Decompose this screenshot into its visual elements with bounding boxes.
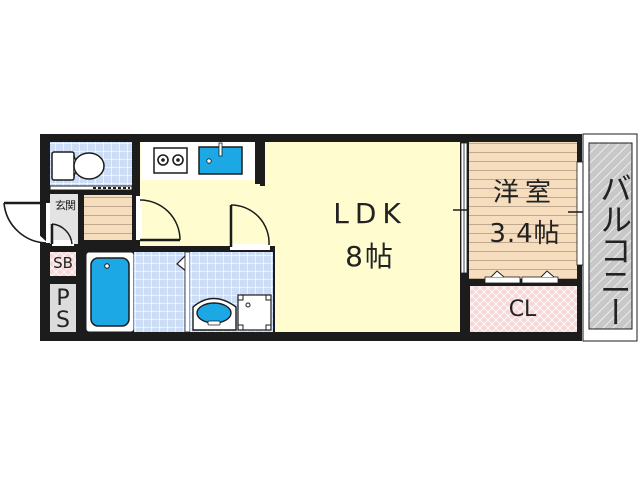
bathtub-icon [90,257,130,327]
entrance-label: 玄関 [55,199,76,212]
bathroom [85,251,135,333]
balcony-label: バルコニー [595,172,633,327]
toilet-icon [51,151,105,181]
shoe-box [50,252,76,276]
laundry-room [190,252,273,332]
room-western [469,142,577,279]
washroom [134,251,191,333]
western-room-size-label: 3.4帖 [489,219,561,249]
washing-machine-pan-icon [237,294,272,331]
kitchen-counter [140,142,265,186]
shoe-box-label: SB [53,254,73,272]
sink-icon [198,142,243,175]
western-room-sliding-door[interactable] [453,142,476,332]
western-room-label: 洋室 [492,178,557,208]
laundry-door[interactable] [229,204,270,250]
closet-label: CL [508,297,537,322]
closet [470,286,577,332]
room-ldk [140,142,460,332]
ldk-size-label: 8帖 [345,240,395,273]
pipe-space [50,284,76,332]
closet-doors[interactable] [484,270,559,284]
entrance-inner-door[interactable] [50,223,74,246]
storage [84,195,132,240]
ldk-door-left[interactable] [136,196,181,242]
balcony [582,133,638,342]
toilet-room [49,142,133,191]
ldk-label: LDK [333,197,407,230]
stove-icon [153,147,188,174]
entrance-door[interactable] [3,201,50,244]
entrance [50,194,78,244]
washbasin-icon [192,297,237,331]
